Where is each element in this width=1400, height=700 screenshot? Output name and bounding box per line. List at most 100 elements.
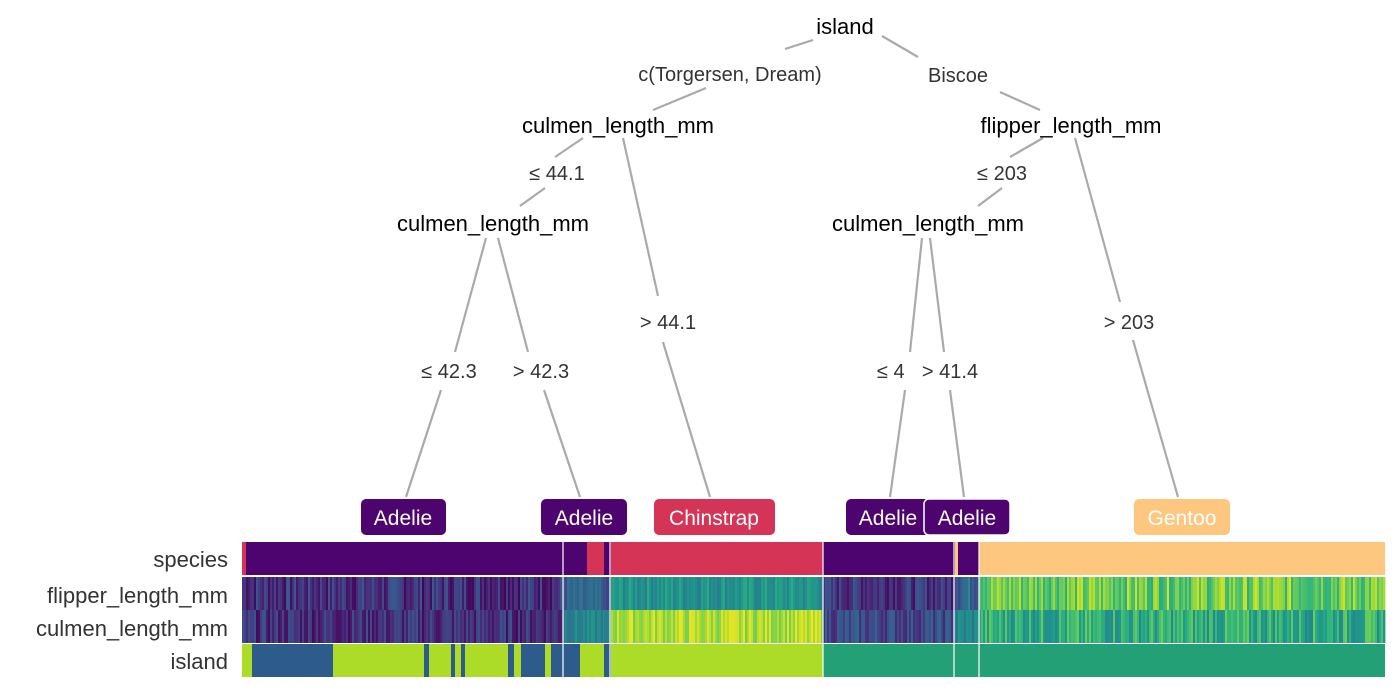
heatmap-stripe — [352, 610, 355, 643]
heatmap-stripe — [737, 610, 740, 643]
heatmap-stripe — [753, 577, 756, 610]
heatmap-stripe — [456, 577, 459, 610]
island-segment — [514, 644, 521, 677]
heatmap-stripe — [687, 577, 690, 610]
heatmap-stripe — [775, 610, 778, 643]
heatmap-stripe — [502, 577, 505, 610]
heatmap-stripe — [627, 577, 630, 610]
heatmap-stripe — [426, 610, 429, 643]
heatmap-stripe — [1005, 610, 1008, 643]
heatmap-stripe — [919, 610, 922, 643]
heatmap-stripe — [589, 610, 592, 643]
heatmap-stripe — [1053, 577, 1056, 610]
heatmap-stripe — [733, 577, 736, 610]
heatmap-stripe — [843, 610, 846, 643]
heatmap-stripe — [1039, 610, 1042, 643]
heatmap-stripe — [1339, 577, 1342, 610]
heatmap-stripe — [815, 577, 818, 610]
heatmap-stripe — [1291, 577, 1294, 610]
heatmap-stripe — [968, 610, 971, 643]
heatmap-stripe — [278, 577, 281, 610]
heatmap-stripe — [813, 610, 816, 643]
heatmap-stripe — [695, 577, 698, 610]
heatmap-stripe — [947, 577, 950, 610]
heatmap-stripe — [332, 610, 335, 643]
heatmap-stripe — [1041, 577, 1044, 610]
heatmap-stripe — [989, 610, 992, 643]
leaf-label: Chinstrap — [669, 507, 759, 530]
heatmap-stripe — [717, 577, 720, 610]
heatmap-stripe — [1149, 610, 1152, 643]
heatmap-stripe — [763, 610, 766, 643]
left-child-edge-left-label: ≤ 42.3 — [421, 361, 476, 383]
heatmap-stripe — [859, 577, 862, 610]
heatmap-stripe — [332, 577, 335, 610]
heatmap-stripe — [1289, 610, 1292, 643]
heatmap-stripe — [374, 610, 377, 643]
heatmap-stripe — [470, 610, 473, 643]
heatmap-stripe — [577, 577, 580, 610]
heatmap-stripe — [1299, 610, 1302, 643]
heatmap-stripe — [1379, 610, 1382, 643]
heatmap-stripe — [388, 577, 391, 610]
heatmap-stripe — [981, 610, 984, 643]
heatmap-stripe — [821, 577, 824, 610]
heatmap-stripe — [1247, 610, 1250, 643]
heatmap-stripe — [911, 610, 914, 643]
heatmap-stripe — [925, 610, 928, 643]
heatmap-stripe — [1293, 610, 1296, 643]
heatmap-stripe — [1265, 577, 1268, 610]
heatmap-stripe — [635, 610, 638, 643]
heatmap-stripe — [452, 610, 455, 643]
heatmap-stripe — [1147, 610, 1150, 643]
heatmap-stripe — [516, 577, 519, 610]
heatmap-stripe — [945, 577, 948, 610]
heatmap-stripe — [534, 577, 537, 610]
heatmap-stripe — [681, 577, 684, 610]
heatmap-stripe — [436, 610, 439, 643]
leaf-box — [846, 499, 930, 535]
heatmap-stripe — [673, 577, 676, 610]
heatmap-stripe — [1237, 577, 1240, 610]
heatmap-stripe — [1051, 610, 1054, 643]
heatmap-stripe — [1149, 577, 1152, 610]
island-segment — [461, 644, 465, 677]
leaf-node: Adelie — [923, 498, 1011, 536]
heatmap-stripe — [653, 577, 656, 610]
heatmap-stripe — [905, 577, 908, 610]
heatmap-stripe — [1059, 577, 1062, 610]
heatmap-stripe — [364, 610, 367, 643]
heatmap-stripe — [954, 610, 957, 643]
heatmap-stripe — [1243, 610, 1246, 643]
heatmap-stripe — [917, 577, 920, 610]
heatmap-stripe — [1095, 577, 1098, 610]
island-segment — [580, 644, 604, 677]
heatmap-stripe — [1255, 610, 1258, 643]
heatmap-stripe — [338, 577, 341, 610]
heatmap-stripe — [1303, 577, 1306, 610]
heatmap-stripe — [1329, 577, 1332, 610]
heatmap-stripe — [589, 577, 592, 610]
heatmap-stripe — [1005, 577, 1008, 610]
heatmap-stripe — [1125, 610, 1128, 643]
heatmap-stripe — [1315, 577, 1318, 610]
heatmap-stripe — [565, 610, 568, 643]
heatmap-stripe — [1371, 577, 1374, 610]
heatmap-stripe — [430, 610, 433, 643]
heatmap-stripe — [1345, 610, 1348, 643]
heatmap-stripe — [743, 610, 746, 643]
heatmap-stripe — [524, 610, 527, 643]
heatmap-stripe — [1239, 577, 1242, 610]
heatmap-stripe — [608, 610, 611, 643]
heatmap-stripe — [661, 610, 664, 643]
leaf-label: Adelie — [374, 507, 432, 530]
heatmap-stripe — [248, 610, 251, 643]
heatmap-stripe — [1297, 577, 1300, 610]
heatmap-stripe — [575, 577, 578, 610]
heatmap-stripe — [480, 577, 483, 610]
edge-root-right-a — [881, 35, 919, 58]
heatmap-stripe — [931, 577, 934, 610]
heatmap-stripe — [306, 610, 309, 643]
heatmap-stripe — [733, 610, 736, 643]
heatmap-stripe — [1077, 610, 1080, 643]
